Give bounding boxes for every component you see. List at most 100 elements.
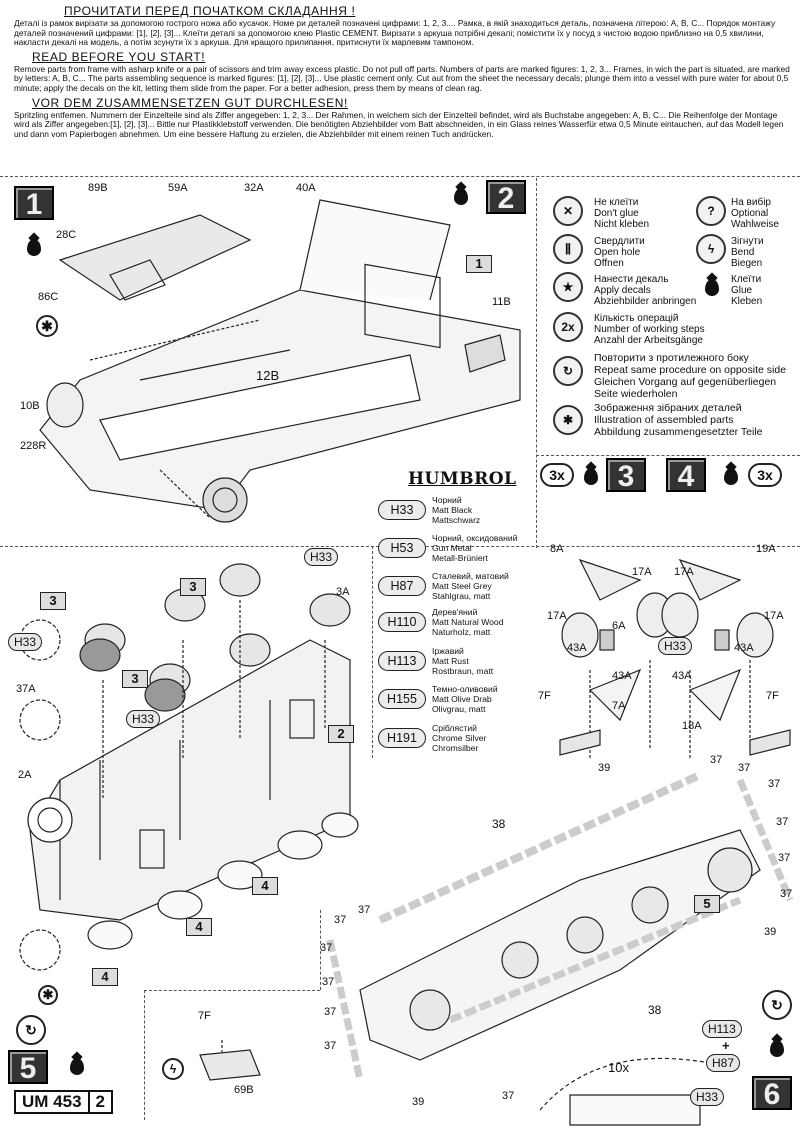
part-label: 37 <box>778 852 791 864</box>
plus-sign: + <box>722 1038 730 1053</box>
en-text: Remove parts from frame with asharp knif… <box>14 63 790 93</box>
divider-legend <box>536 178 537 548</box>
step-3-badge: 3 <box>606 458 646 493</box>
part-label: 37 <box>710 754 723 766</box>
glue-drop-icon <box>27 239 41 256</box>
part-label: 59A <box>168 182 188 194</box>
legend-repeat: Повторити з протилежного боку Repeat sam… <box>594 352 787 400</box>
divider-top <box>0 176 800 177</box>
part-label: 86C <box>38 291 59 303</box>
part-label: 39 <box>412 1096 425 1108</box>
kit-number: UM 453 <box>22 1092 82 1111</box>
divider-steps34 <box>372 546 373 758</box>
paint-code: H113 <box>378 651 426 671</box>
part-label: 37 <box>324 1006 337 1018</box>
working-steps-icon: 2x <box>553 312 583 342</box>
no-glue-icon: ✕ <box>553 196 583 226</box>
part-label: 32A <box>244 182 264 194</box>
paint-tag: H33 <box>126 710 161 728</box>
ua-text: Деталі із рамок вирізати за допомогою го… <box>14 18 776 48</box>
glue-drop-icon <box>724 468 738 485</box>
part-label: 37A <box>16 683 36 695</box>
repeat-icon: ↻ <box>553 356 583 386</box>
part-label: 12B <box>256 368 280 383</box>
part-label: 18A <box>682 720 702 732</box>
assembly-ref-box: 3 <box>180 578 206 596</box>
part-label: 17A <box>632 566 652 578</box>
part-label: 28C <box>56 229 77 241</box>
intro-text-block: ПРОЧИТАТИ ПЕРЕД ПОЧАТКОМ СКЛАДАННЯ ! Дет… <box>14 2 790 139</box>
part-label: 37 <box>322 976 335 988</box>
paint-tag: H33 <box>8 633 43 651</box>
part-label: 40A <box>296 182 316 194</box>
paint-code: H53 <box>378 538 426 558</box>
part-label: 37 <box>320 942 333 954</box>
part-label: 19A <box>756 543 776 555</box>
part-label: 38 <box>492 817 506 831</box>
assembly-ref-box: 1 <box>466 255 492 273</box>
step-4-badge: 4 <box>666 458 706 493</box>
working-steps-icon: 3x <box>540 463 574 487</box>
kit-code: UM 453 2 <box>14 1090 113 1114</box>
glue-drop-icon <box>584 468 598 485</box>
legend-optional: На вибір Optional Wahlweise <box>731 197 779 230</box>
glue-drop-icon <box>770 1040 784 1057</box>
glue-drop-icon <box>705 279 719 296</box>
paint-tag: H33 <box>304 548 339 566</box>
part-label: 7A <box>612 700 626 712</box>
legend-decal: Нанести декаль Apply decals Abziehbilder… <box>594 274 697 307</box>
assembly-ref-box: 3 <box>40 592 66 610</box>
part-label: 37 <box>776 816 789 828</box>
part-label: 37 <box>502 1090 515 1102</box>
paint-tag: H33 <box>658 637 693 655</box>
optional-icon: ? <box>696 196 726 226</box>
part-label: 37 <box>324 1040 337 1052</box>
paint-code: H155 <box>378 689 426 709</box>
legend-glue: Клеїти Glue Kleben <box>731 274 763 307</box>
humbrol-title: HUMBROL <box>408 469 517 489</box>
paint-tag: H113 <box>702 1020 742 1038</box>
glue-drop-icon <box>454 188 468 205</box>
part-label: 7F <box>766 690 779 702</box>
legend-noglue: Не клеїти Don't glue Nicht kleben <box>594 197 650 230</box>
assembly-ref-box: 3 <box>122 670 148 688</box>
page-number: 2 <box>87 1092 111 1112</box>
part-label: 69B <box>234 1084 254 1096</box>
paint-tag: H87 <box>706 1054 741 1072</box>
legend-drill: Свердлити Open hole Offnen <box>594 236 645 269</box>
divider-step6 <box>320 910 321 990</box>
divider-step5-h <box>144 990 320 991</box>
repeat-icon: ↻ <box>16 1015 46 1045</box>
paint-tag: H33 <box>690 1088 725 1106</box>
part-label: 37 <box>768 778 781 790</box>
divider-step5 <box>144 990 145 1120</box>
ua-title: ПРОЧИТАТИ ПЕРЕД ПОЧАТКОМ СКЛАДАННЯ ! <box>64 4 356 18</box>
part-label: 37 <box>358 904 371 916</box>
part-label: 43A <box>612 670 632 682</box>
part-label: 10B <box>20 400 40 412</box>
part-label: 43A <box>567 642 587 654</box>
repeat-icon: ↻ <box>762 990 792 1020</box>
paint-code: H33 <box>378 500 426 520</box>
bend-icon: ϟ <box>162 1058 184 1080</box>
part-label: 8A <box>550 543 564 555</box>
en-title: READ BEFORE YOU START! <box>32 49 206 64</box>
part-label: 17A <box>764 610 784 622</box>
step-5-badge: 5 <box>8 1050 48 1085</box>
part-label: 38 <box>648 1003 662 1017</box>
legend-assembled: Зображення зібраних деталей Illustration… <box>594 402 763 438</box>
part-label: 3A <box>336 586 350 598</box>
glue-drop-icon <box>70 1058 84 1075</box>
assembly-ref-box: 4 <box>186 918 212 936</box>
decal-icon: ★ <box>553 272 583 302</box>
assembled-asterisk-icon: ✱ <box>553 405 583 435</box>
part-label: 37 <box>780 888 793 900</box>
divider-legend-h <box>536 455 800 456</box>
assembly-ref-box: 4 <box>92 968 118 986</box>
drill-icon: ⫼ <box>553 234 583 264</box>
part-label: 37 <box>334 914 347 926</box>
paint-code: H87 <box>378 576 426 596</box>
multiplier-label: 10x <box>608 1060 629 1075</box>
step-1-badge: 1 <box>14 186 54 221</box>
